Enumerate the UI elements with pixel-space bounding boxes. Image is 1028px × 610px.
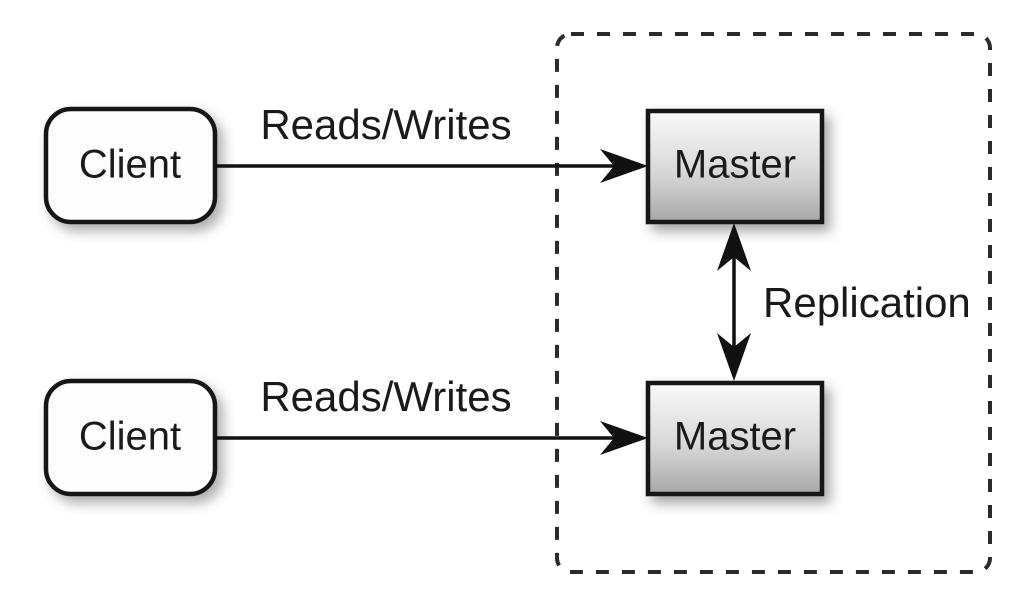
node-client-bottom[interactable]: Client (43, 378, 218, 497)
client-bottom-shape (43, 378, 218, 497)
client-top-shape (43, 106, 218, 225)
edge-label-reads-writes-top: Reads/Writes (260, 101, 511, 148)
arrowhead-top (600, 149, 648, 183)
edge-client-bottom-to-master-bottom[interactable] (216, 421, 648, 455)
client-bottom-label: Client (79, 415, 181, 459)
edge-label-replication: Replication (763, 279, 971, 326)
node-master-top[interactable]: Master (645, 108, 825, 225)
arrowhead-replication-down (717, 333, 751, 381)
master-top-label: Master (674, 143, 796, 187)
client-top-label: Client (79, 143, 181, 187)
arrowhead-bottom (600, 421, 648, 455)
node-master-bottom[interactable]: Master (645, 380, 825, 497)
edge-replication[interactable] (717, 223, 751, 381)
master-bottom-shape (645, 380, 825, 497)
arrowhead-replication-up (717, 223, 751, 271)
cluster-boundary (555, 32, 992, 574)
edge-label-reads-writes-bottom: Reads/Writes (260, 373, 511, 420)
edge-client-top-to-master-top[interactable] (216, 149, 648, 183)
master-bottom-label: Master (674, 415, 796, 459)
node-client-top[interactable]: Client (43, 106, 218, 225)
master-top-shape (645, 108, 825, 225)
